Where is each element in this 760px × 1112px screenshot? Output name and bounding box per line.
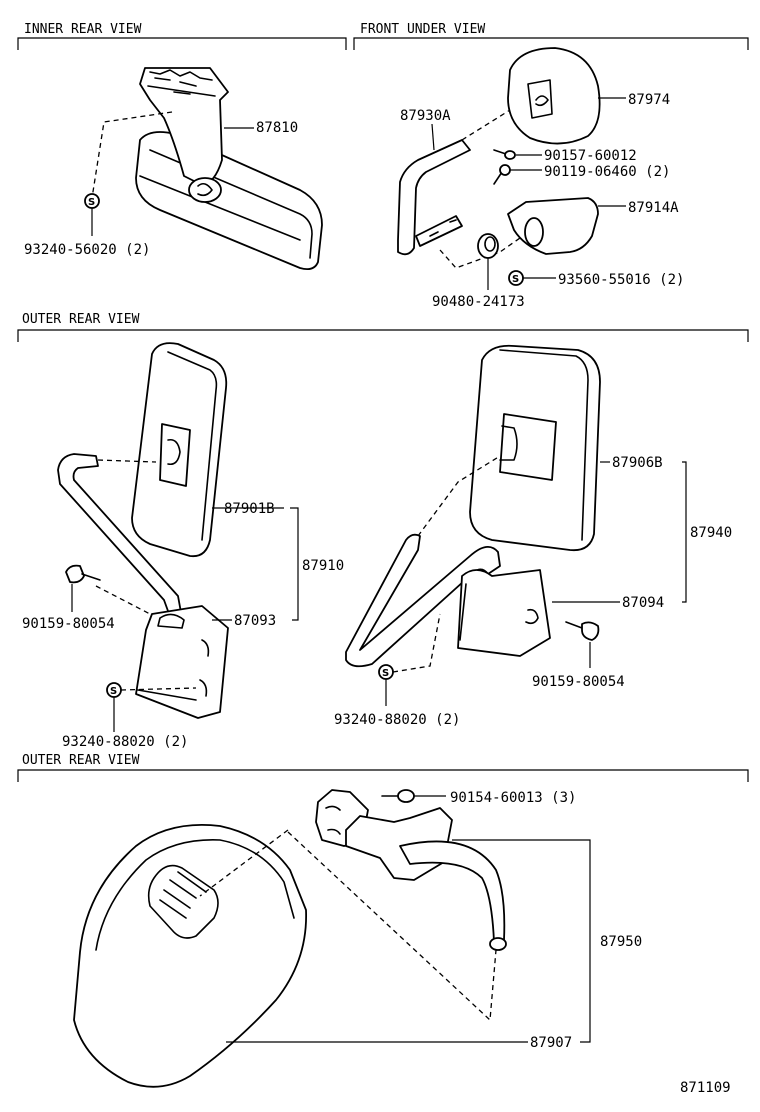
- part-87910: 87910: [302, 558, 344, 574]
- part-87974: 87974: [628, 92, 670, 108]
- screw-symbol-letter: S: [382, 668, 389, 679]
- section-title-front-under: FRONT UNDER VIEW: [360, 22, 485, 37]
- part-87907: 87907: [530, 1035, 572, 1051]
- part-93240-88020-left: 93240-88020 (2): [62, 734, 188, 750]
- part-87093: 87093: [234, 613, 276, 629]
- part-87940: 87940: [690, 525, 732, 541]
- screw-symbol-letter: S: [512, 274, 519, 285]
- part-90154-60013: 90154-60013 (3): [450, 790, 576, 806]
- section-inner-rear: INNER REAR VIEW: [17, 22, 347, 50]
- section-front-under: FRONT UNDER VIEW: [353, 22, 749, 50]
- outer-mirror-bottom-assembly: [73, 789, 591, 1088]
- section-title-outer-rear-1: OUTER REAR VIEW: [22, 312, 140, 327]
- part-87930A: 87930A: [400, 108, 451, 124]
- part-93240-88020-right: 93240-88020 (2): [334, 712, 460, 728]
- outer-mirror-right-assembly: S: [345, 344, 687, 706]
- part-93560-55016: 93560-55016 (2): [558, 272, 684, 288]
- part-87094: 87094: [622, 595, 664, 611]
- section-outer-rear-1: OUTER REAR VIEW: [17, 312, 749, 342]
- section-title-outer-rear-2: OUTER REAR VIEW: [22, 753, 140, 768]
- screw-symbol-letter: S: [110, 686, 117, 697]
- part-90159-80054-left: 90159-80054: [22, 616, 115, 632]
- part-90157-60012: 90157-60012: [544, 148, 637, 164]
- part-90159-80054-right: 90159-80054: [532, 674, 625, 690]
- diagram-id: 871109: [680, 1080, 731, 1096]
- section-title-inner-rear: INNER REAR VIEW: [24, 22, 142, 37]
- part-87901B: 87901B: [224, 501, 275, 517]
- front-under-mirror-assembly: S: [397, 47, 626, 290]
- inner-mirror-assembly: S: [84, 67, 323, 271]
- part-93240-56020: 93240-56020 (2): [24, 242, 150, 258]
- outer-mirror-left-assembly: S: [57, 342, 299, 732]
- part-90480-24173: 90480-24173: [432, 294, 525, 310]
- part-87906B: 87906B: [612, 455, 663, 471]
- section-outer-rear-2: OUTER REAR VIEW: [17, 753, 749, 782]
- part-87914A: 87914A: [628, 200, 679, 216]
- screw-symbol-letter: S: [88, 197, 95, 208]
- part-87950: 87950: [600, 934, 642, 950]
- part-87810: 87810: [256, 120, 298, 136]
- part-90119-06460: 90119-06460 (2): [544, 164, 670, 180]
